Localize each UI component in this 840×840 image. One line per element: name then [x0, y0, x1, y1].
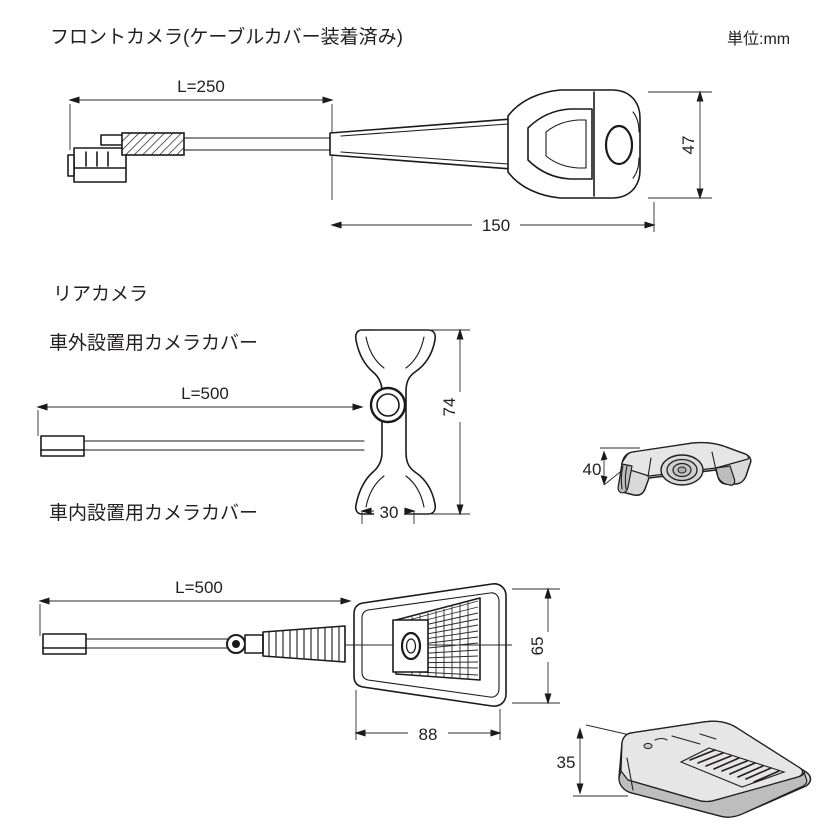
- dim-exterior-cable-length: L=500: [181, 384, 229, 403]
- interior-iso-vent-ribs: [679, 747, 786, 788]
- interior-cover-drawing: L=500: [38, 578, 560, 744]
- exterior-cover-drawing: L=500: [36, 328, 472, 524]
- dim-interior-width: 88: [419, 725, 438, 744]
- interior-camera-cable: [85, 638, 229, 649]
- dim-interior-height: 65: [528, 637, 547, 656]
- dim-exterior-width: 30: [380, 503, 399, 522]
- exterior-cover-body: [354, 329, 437, 515]
- exterior-cable-length-dimension: L=500: [36, 384, 364, 436]
- front-body-height-dimension: 47: [648, 90, 712, 200]
- exterior-height-dimension: 74: [374, 328, 472, 516]
- interior-cable-joint: [226, 634, 264, 654]
- exterior-cover-title: 車外設置用カメラカバー: [49, 333, 259, 354]
- dim-front-body-length: 150: [482, 216, 510, 235]
- interior-cover-title: 車内設置用カメラカバー: [49, 503, 259, 524]
- front-camera-body: [507, 89, 641, 199]
- dim-interior-cable-length: L=500: [175, 578, 223, 597]
- rear-camera-title: リアカメラ: [53, 284, 149, 305]
- interior-iso-height-dimension: 35: [557, 724, 631, 797]
- interior-width-dimension: 88: [354, 690, 502, 744]
- unit-note: 単位:mm: [727, 31, 791, 48]
- interior-height-dimension: 65: [512, 587, 560, 705]
- interior-cable-length-dimension: L=500: [38, 578, 352, 636]
- interior-cover-body: [345, 583, 512, 707]
- dim-interior-iso-height: 35: [557, 753, 576, 772]
- exterior-width-dimension: 30: [360, 500, 416, 524]
- dim-front-body-height: 47: [679, 136, 698, 155]
- dim-exterior-iso-depth: 40: [583, 460, 602, 479]
- exterior-cable-terminal: [40, 435, 85, 457]
- front-camera-drawing: L=250: [67, 77, 712, 236]
- front-cable-length-dimension: L=250: [68, 77, 334, 200]
- front-camera-cable: [183, 137, 331, 151]
- front-body-length-dimension: 150: [330, 202, 656, 236]
- interior-strain-relief: [262, 625, 346, 663]
- front-cable-sleeve: [121, 132, 185, 156]
- dim-front-cable-length: L=250: [177, 77, 225, 96]
- front-cable-cover: [329, 118, 513, 170]
- front-cable-connector: [67, 134, 127, 183]
- front-camera-title: フロントカメラ(ケーブルカバー装着済み): [50, 27, 403, 48]
- interior-cover-iso-view: 35: [557, 720, 812, 818]
- exterior-cover-iso-view: 40: [583, 441, 752, 496]
- dim-exterior-height: 74: [440, 398, 459, 417]
- exterior-camera-cable: [83, 440, 365, 451]
- interior-cable-terminal: [42, 633, 87, 655]
